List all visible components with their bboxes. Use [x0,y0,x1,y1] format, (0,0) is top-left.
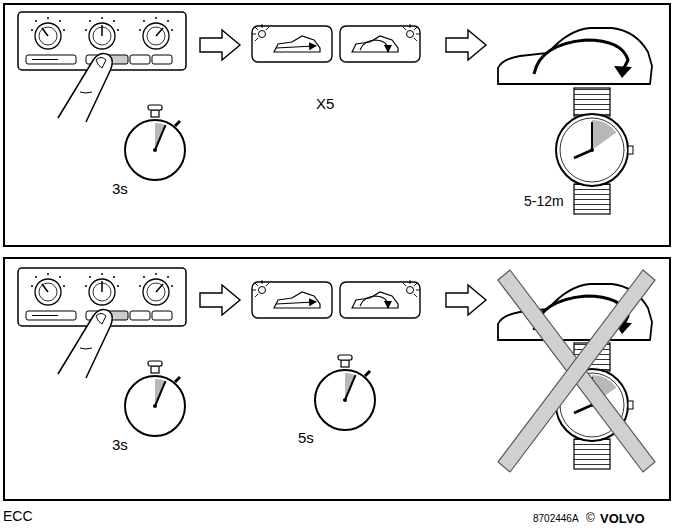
repeat-count: X5 [316,96,334,111]
diagram-code: ECC [3,509,33,523]
step-arrow [200,285,240,315]
car-recirculation [498,28,652,84]
brand-name: VOLVO [600,512,645,525]
copyright-mark: © [586,512,595,524]
stopwatch [125,361,185,436]
time-label: 3s [112,181,128,196]
wristwatch [556,88,633,214]
finger [58,310,112,378]
figure-number: 8702446A [533,514,579,524]
panel-frame [4,4,670,246]
step-arrow [446,285,486,315]
flashing-buttons [252,280,420,318]
panel-frame [4,258,670,500]
step-arrow [200,30,240,60]
flashing-buttons [252,24,420,62]
stopwatch [315,355,375,430]
time-label: 3s [112,437,128,452]
finger [58,54,112,122]
time-label: 5-12m [524,194,564,208]
stopwatch [125,105,185,180]
step-arrow [446,30,486,60]
time-label: 5s [298,430,314,445]
cancel-cross [498,270,655,472]
